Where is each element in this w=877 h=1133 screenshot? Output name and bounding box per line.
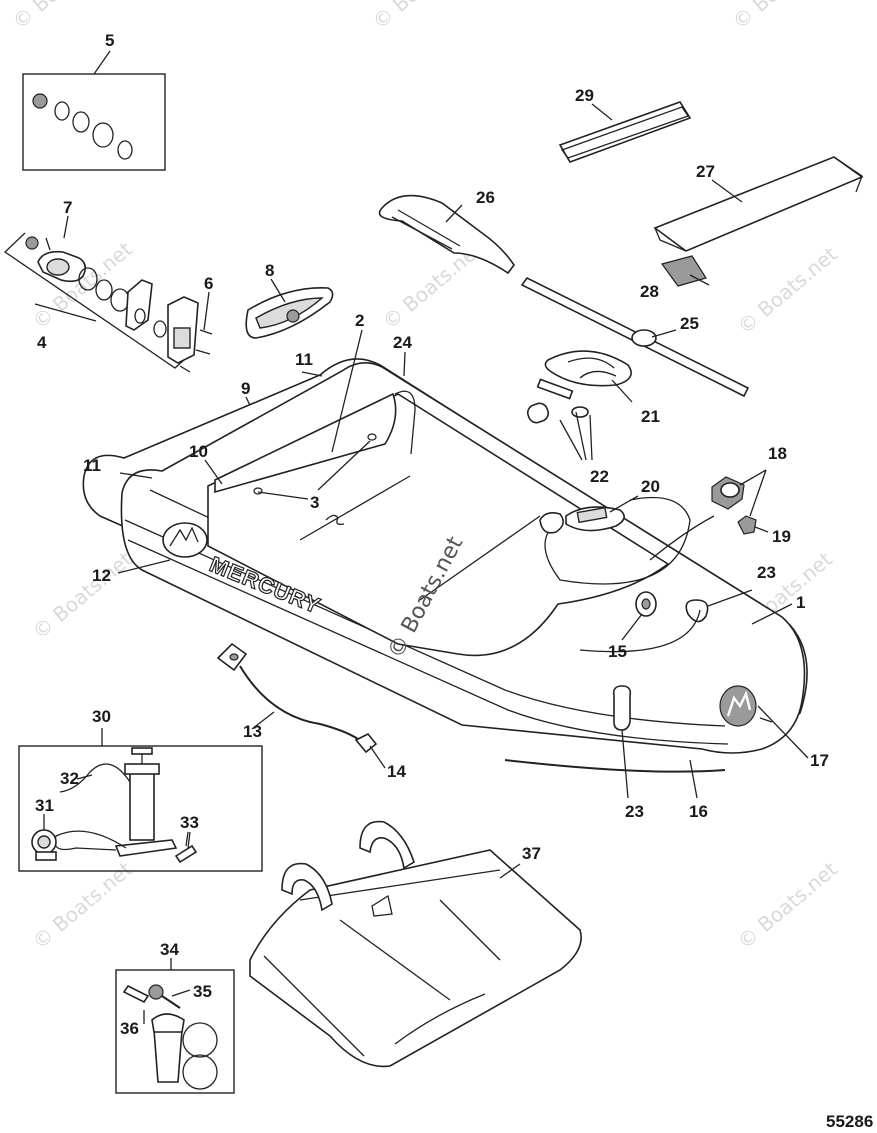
callout-24: 24 xyxy=(393,333,412,352)
part-4-valve-assembly xyxy=(3,232,213,373)
watermark: © Boats.net xyxy=(728,0,837,34)
callout-20: 20 xyxy=(641,477,660,496)
callout-26: 26 xyxy=(476,188,495,207)
watermark: © Boats.net xyxy=(368,0,477,34)
callout-33: 33 xyxy=(180,813,199,832)
callout-21: 21 xyxy=(641,407,660,426)
part-21-oarlock xyxy=(544,350,633,403)
callout-34: 34 xyxy=(160,940,179,959)
callout-15: 15 xyxy=(608,642,627,661)
part-26-oar-blade xyxy=(378,194,515,275)
callout-19: 19 xyxy=(772,527,791,546)
callout-17: 17 xyxy=(810,751,829,770)
callout-13: 13 xyxy=(243,722,262,741)
callout-2: 2 xyxy=(355,311,364,330)
watermark: © Boats.net xyxy=(8,0,117,34)
part-22-pins xyxy=(526,378,593,461)
callout-7: 7 xyxy=(63,198,72,217)
part-8-handle-cover xyxy=(245,278,334,339)
part-29-strip xyxy=(558,101,692,163)
callout-11: 11 xyxy=(83,456,101,475)
callout-8: 8 xyxy=(265,261,274,280)
callout-1: 1 xyxy=(796,593,805,612)
callout-36: 36 xyxy=(120,1019,139,1038)
callout-32: 32 xyxy=(60,769,79,788)
callout-18: 18 xyxy=(768,444,787,463)
part-1-inflatable-boat: MERCURY xyxy=(82,358,808,773)
part-25-oar-shaft xyxy=(520,276,750,398)
callout-30: 30 xyxy=(92,707,111,726)
callout-10: 10 xyxy=(189,442,208,461)
callout-31: 31 xyxy=(35,796,54,815)
callout-22: 22 xyxy=(590,467,609,486)
callout-23: 23 xyxy=(757,563,776,582)
callout-27: 27 xyxy=(696,162,715,181)
part-34-repair-kit xyxy=(115,958,235,1094)
watermark: © Boats.net xyxy=(28,547,137,644)
watermark: © Boats.net xyxy=(28,237,137,334)
callout-5: 5 xyxy=(105,31,114,50)
callout-25: 25 xyxy=(680,314,699,333)
callout-4: 4 xyxy=(37,333,47,352)
part-18-19-valve xyxy=(711,469,769,535)
callout-29: 29 xyxy=(575,86,594,105)
callout-3: 3 xyxy=(310,493,319,512)
callout-labels: 1 2 3 3 4 5 6 7 8 9 10 11 11 12 13 14 15… xyxy=(35,31,829,1038)
part-27-seat xyxy=(653,156,864,252)
watermark: © Boats.net xyxy=(733,242,842,339)
callout-35: 35 xyxy=(193,982,212,1001)
callout-16: 16 xyxy=(689,802,708,821)
watermark: © Boats.net xyxy=(733,857,842,954)
part-28-bracket xyxy=(661,255,710,287)
part-5-valve-kit xyxy=(22,50,166,171)
callout-37: 37 xyxy=(522,844,541,863)
callout-9: 9 xyxy=(241,379,250,398)
callout-6: 6 xyxy=(204,274,213,293)
callout-11: 11 xyxy=(295,350,313,369)
callout-14: 14 xyxy=(387,762,406,781)
callout-28: 28 xyxy=(640,282,659,301)
callout-23: 23 xyxy=(625,802,644,821)
part-30-pump-kit xyxy=(18,728,263,872)
callout-12: 12 xyxy=(92,566,111,585)
part-37-carry-bag xyxy=(249,820,582,1068)
figure-number: 55286 xyxy=(826,1112,873,1131)
leader-lines xyxy=(34,215,809,1024)
